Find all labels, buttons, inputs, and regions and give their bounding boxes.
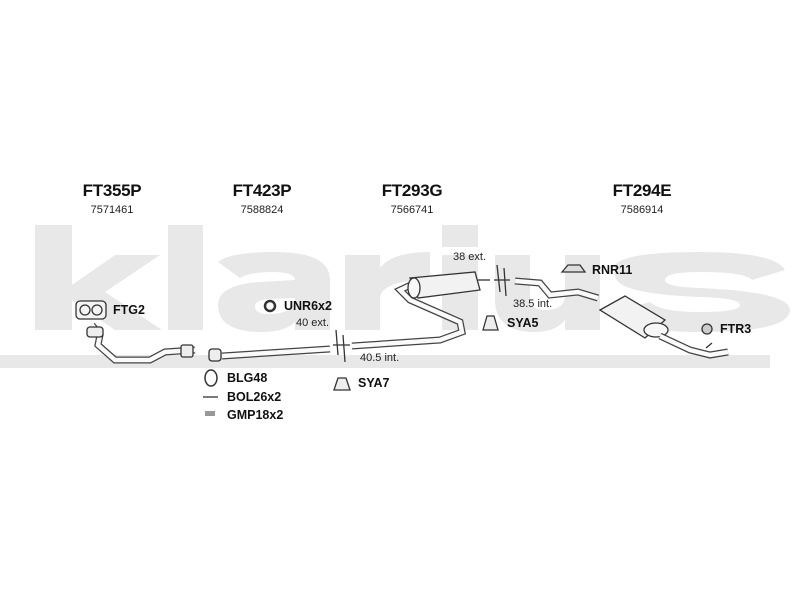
part-number: 7566741 — [390, 204, 434, 216]
part-code: FT355P — [82, 181, 142, 200]
rear-silencer — [514, 277, 729, 359]
hanger-icon — [482, 315, 499, 331]
middle-pipe — [208, 345, 331, 362]
label-unr: UNR6x2 — [284, 299, 332, 313]
part-code: FT293G — [381, 181, 443, 200]
label-sya7: SYA7 — [358, 376, 390, 390]
part-number: 7571461 — [90, 204, 134, 216]
part-number: 7586914 — [620, 204, 664, 216]
dim-405int: 40.5 int. — [360, 352, 400, 364]
part-number: 7588824 — [240, 204, 284, 216]
ring-icon — [263, 299, 277, 313]
front-pipe — [86, 322, 196, 364]
blg-ring-icon — [204, 369, 218, 387]
center-silencer — [351, 271, 490, 350]
gasket-icon — [75, 300, 107, 320]
label-ftg2: FTG2 — [113, 303, 145, 317]
dim-40ext: 40 ext. — [296, 317, 330, 329]
ring-icon — [701, 323, 713, 335]
klarius-watermark-logo — [0, 225, 790, 368]
nut-icon — [205, 411, 215, 416]
dim-38ext: 38 ext. — [453, 251, 487, 263]
label-rnr: RNR11 — [592, 263, 633, 277]
label-sya5: SYA5 — [507, 316, 539, 330]
label-ftr3: FTR3 — [720, 322, 752, 336]
label-blg: BLG48 — [227, 371, 268, 385]
part-code: FT294E — [612, 181, 672, 200]
rubber-hanger-icon — [560, 264, 587, 273]
dim-385int: 38.5 int. — [513, 298, 553, 310]
label-gmp: GMP18x2 — [227, 408, 284, 422]
hanger-icon — [333, 377, 351, 391]
label-bol: BOL26x2 — [227, 390, 282, 404]
part-code: FT423P — [232, 181, 292, 200]
